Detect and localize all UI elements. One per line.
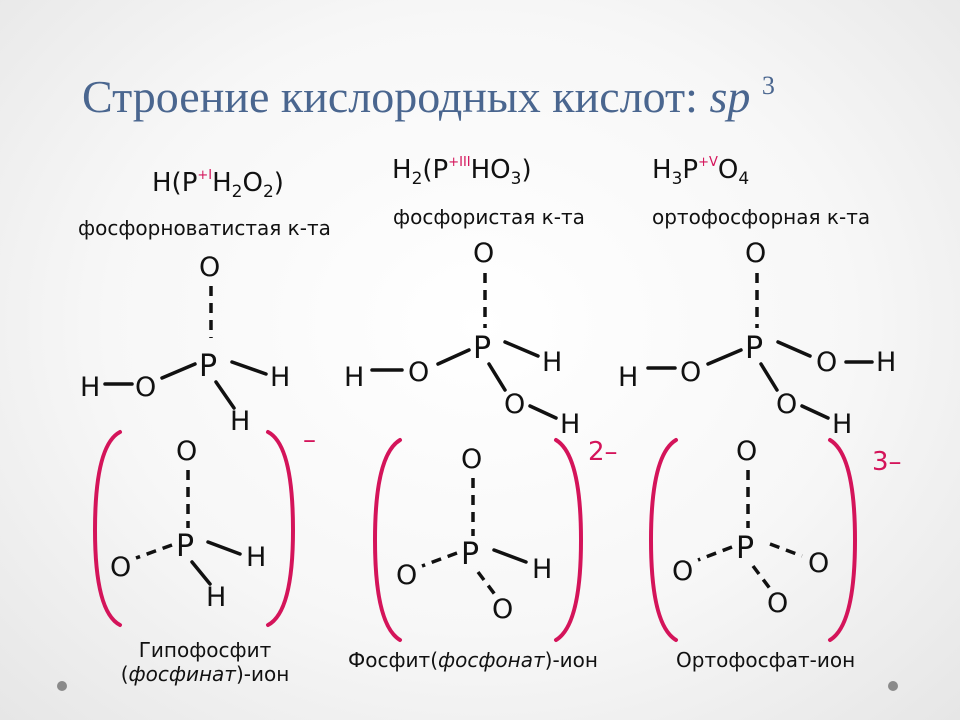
double-bond (751, 564, 773, 592)
name-orthophosphoric: ортофосфорная к-та (652, 205, 871, 229)
double-bond (476, 570, 498, 598)
double-bond (135, 543, 173, 560)
bond (230, 360, 268, 376)
atom-H: H (832, 409, 852, 440)
bond (190, 560, 212, 586)
atom-O: O (461, 444, 482, 475)
double-bond (769, 542, 803, 558)
bond (160, 362, 197, 380)
formula-phosphorous: H2(P+IIIHO3) (392, 155, 532, 189)
atom-P: P (199, 349, 217, 384)
decor-dot-left (57, 681, 67, 691)
atom-O: O (736, 436, 757, 467)
formula-orthophosphoric: H3P+VO4 (652, 155, 750, 189)
bond (528, 404, 558, 420)
atom-O: O (767, 588, 788, 619)
ion-name-line1: Гипофосфит (138, 638, 272, 662)
atom-O: O (776, 389, 797, 420)
atom-H: H (542, 347, 562, 378)
atom-P: P (745, 331, 763, 366)
structure-orthophosphate-ion: 3– O P O O O (648, 436, 902, 642)
title-sup: 3 (761, 71, 775, 100)
atom-H: H (230, 406, 250, 437)
bond (503, 340, 540, 358)
slide-title: Строение кислородных кислот: sp 3 (82, 70, 775, 123)
atom-O: O (504, 389, 525, 420)
bond (776, 340, 812, 358)
atom-O: O (745, 238, 766, 269)
atom-P: P (176, 529, 194, 564)
atom-H: H (618, 362, 638, 393)
atom-H: H (560, 409, 580, 440)
atom-O: O (199, 252, 220, 283)
name-hypophosphorous: фосфорноватистая к-та (78, 216, 331, 240)
atom-H: H (206, 582, 226, 613)
atom-O: O (492, 594, 513, 625)
formula-hypophosphorous: H(P+IH2O2) (152, 168, 284, 202)
atom-H: H (270, 362, 290, 393)
bond (487, 362, 507, 392)
bracket-left (648, 438, 678, 642)
ion-charge: – (303, 425, 316, 455)
atom-H: H (246, 542, 266, 573)
atom-O: O (680, 357, 701, 388)
structure-orthophosphoric-acid: O P O H O H O H (618, 238, 896, 440)
atom-O: O (473, 238, 494, 269)
bond (206, 540, 242, 556)
title-text: Строение кислородных кислот: (82, 71, 710, 122)
title-sp: sp (709, 71, 751, 122)
atom-P: P (461, 537, 479, 572)
atom-O: O (110, 552, 131, 583)
atom-O: O (816, 347, 837, 378)
decor-dot-right (888, 681, 898, 691)
bracket-right (554, 438, 584, 642)
structure-hypophosphite-ion: – O P O H H (92, 425, 316, 627)
bond (759, 362, 779, 392)
bond (800, 404, 830, 420)
bond (436, 348, 471, 366)
bracket-left (92, 430, 122, 627)
structure-hypophosphorous-acid: O P O H H H (80, 252, 290, 437)
double-bond (421, 551, 458, 568)
atom-H: H (80, 372, 100, 403)
bracket-right (266, 430, 296, 627)
atom-H: H (532, 554, 552, 585)
atom-H: H (344, 362, 364, 393)
bond (492, 548, 528, 564)
name-orthophosphate-ion: Ортофосфат-ион (676, 648, 856, 672)
atom-P: P (473, 331, 491, 366)
name-hypophosphite-ion: Гипофосфит (фосфинат)-ион (112, 638, 298, 686)
bracket-left (372, 438, 402, 642)
atom-O: O (672, 556, 693, 587)
name-phosphorous: фосфористая к-та (393, 205, 585, 229)
ion-charge: 2– (588, 437, 618, 467)
ion-charge: 3– (872, 447, 902, 477)
atom-O: O (808, 548, 829, 579)
name-phosphite-ion: Фосфит(фосфонат)-ион (348, 648, 598, 672)
bond (706, 348, 743, 366)
atom-H: H (876, 347, 896, 378)
structure-phosphite-ion: 2– O P O H O (372, 437, 618, 642)
atom-O: O (408, 357, 429, 388)
atom-O: O (396, 560, 417, 591)
atom-O: O (176, 436, 197, 467)
structure-phosphorous-acid: O P O H H O H (344, 238, 580, 440)
bracket-right (828, 438, 858, 642)
double-bond (697, 545, 733, 562)
atom-P: P (736, 531, 754, 566)
atom-O: O (135, 372, 156, 403)
bond (214, 380, 236, 410)
